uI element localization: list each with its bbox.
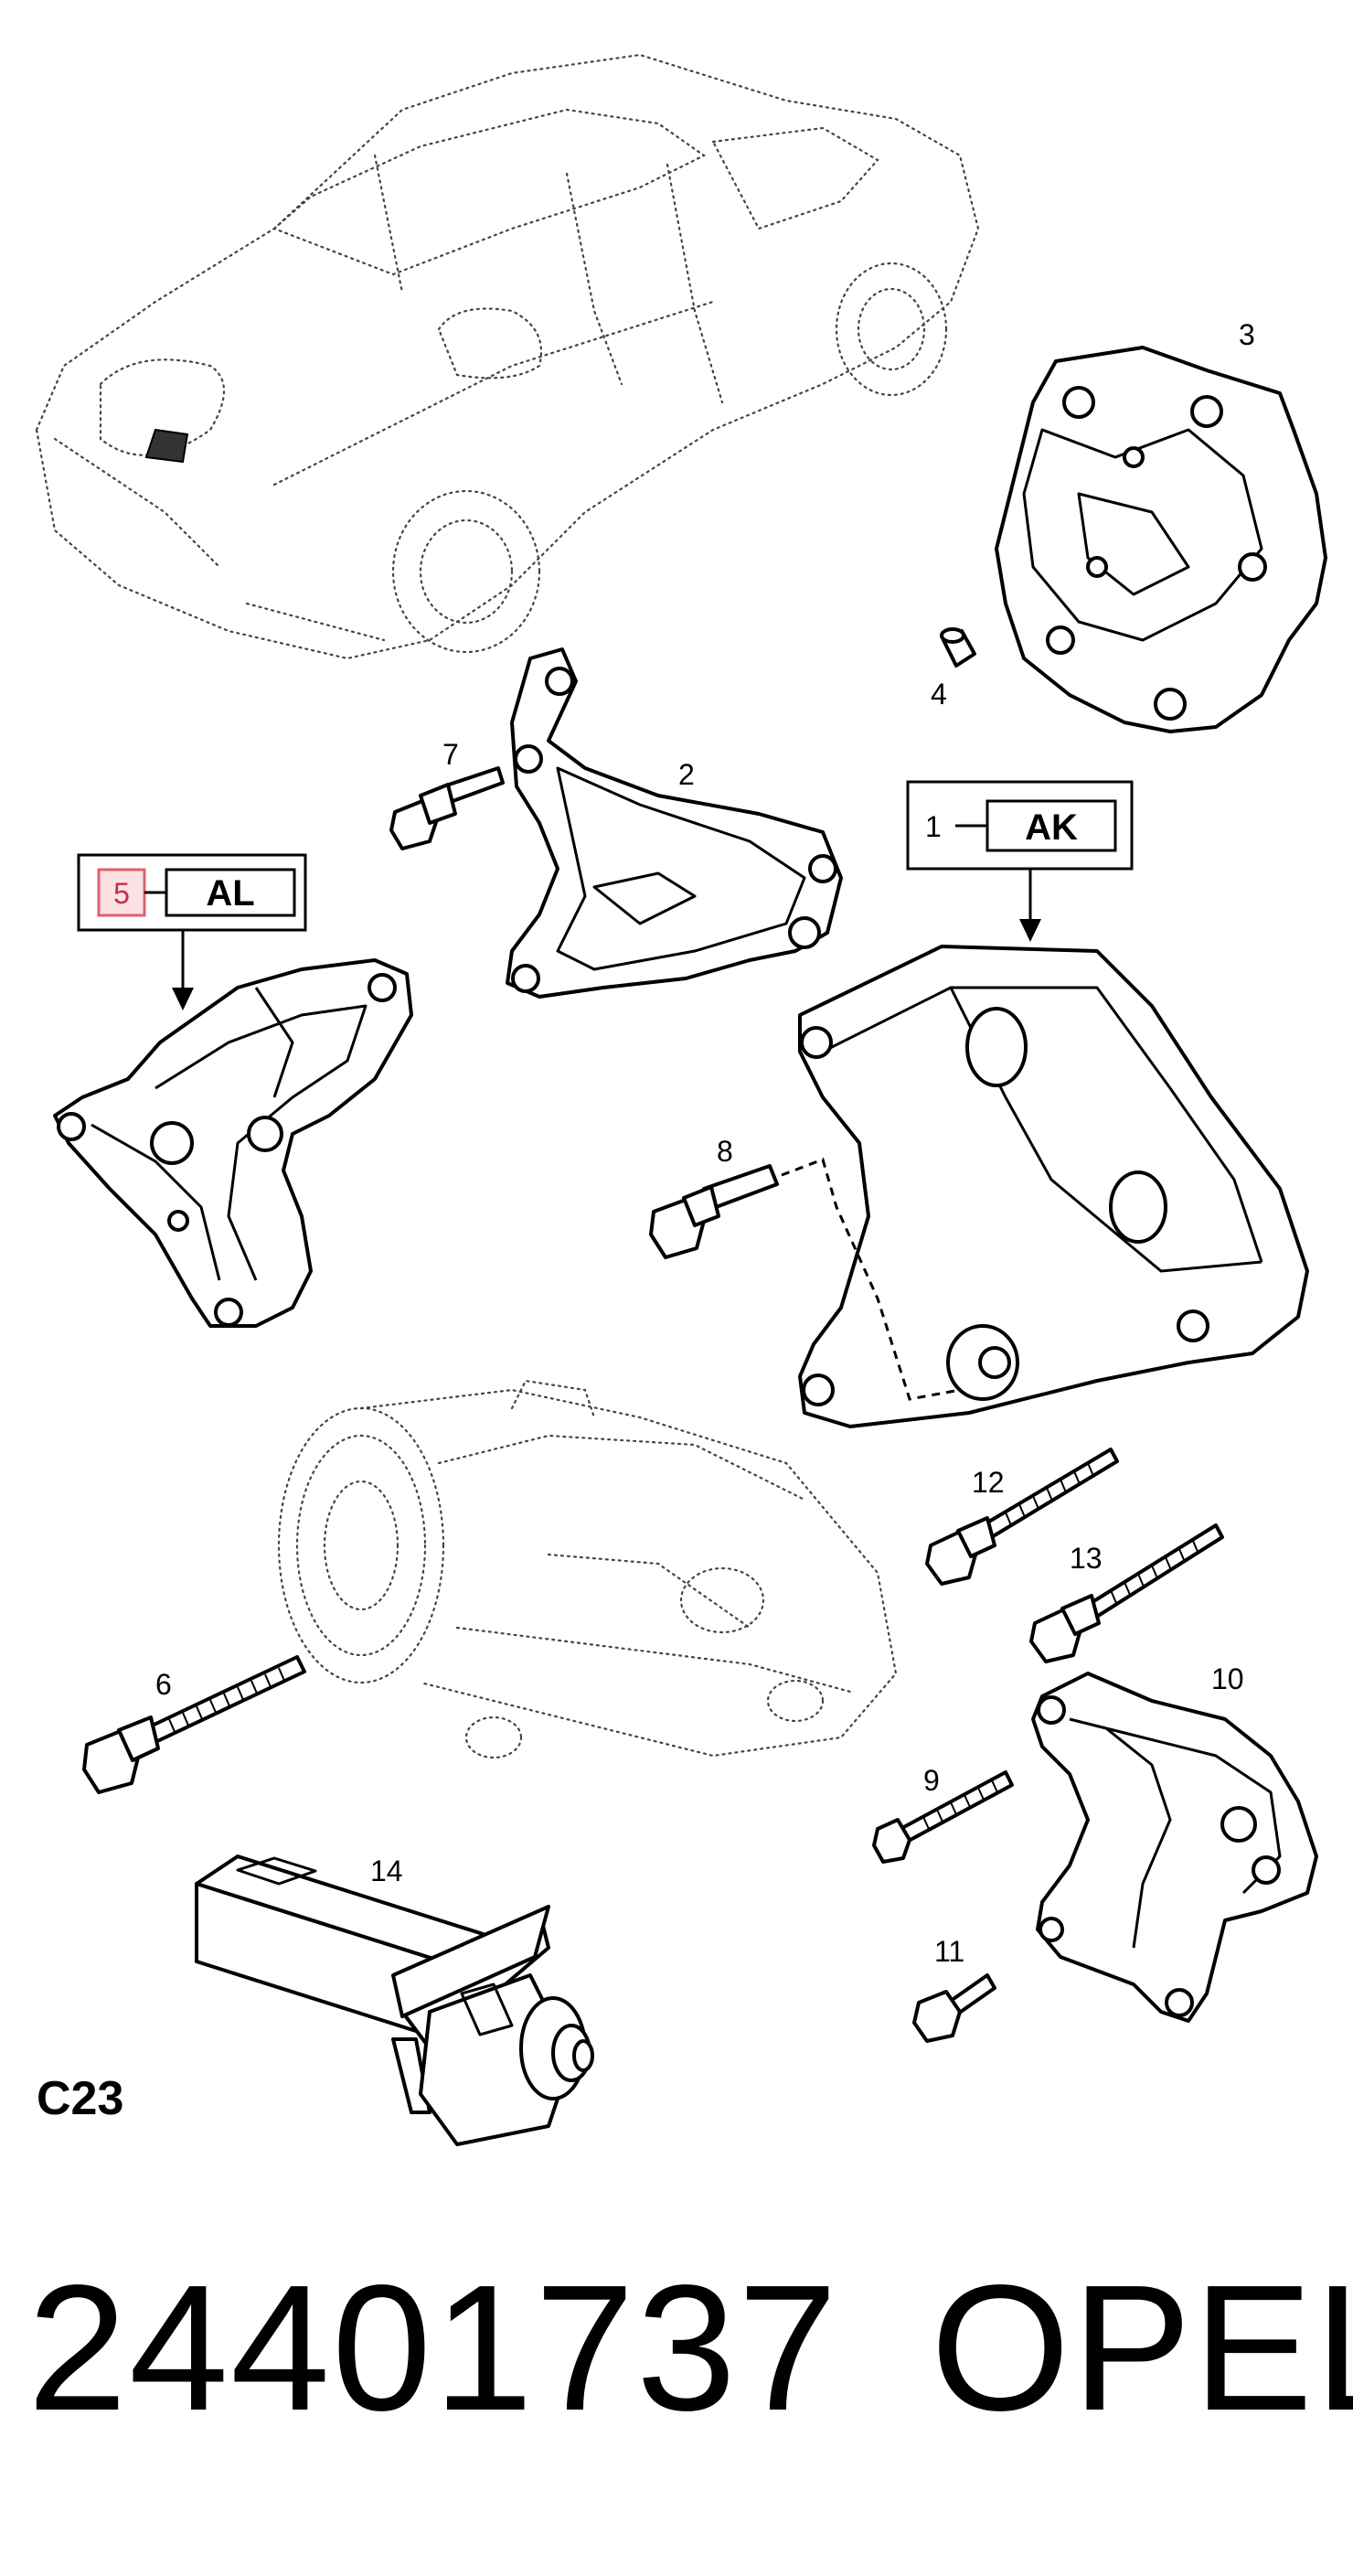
part-5-bracket (53, 958, 413, 1328)
part-6-bolt (82, 1655, 306, 1794)
part-8-bolt (649, 1164, 779, 1259)
callout-12: 12 (972, 1466, 1005, 1499)
part-7-bolt (389, 766, 505, 850)
part-3-compressor-carrier (995, 346, 1327, 733)
box-ak-label: AK (1025, 807, 1078, 848)
callout-13: 13 (1070, 1542, 1103, 1575)
brand-name: OPEL (931, 2248, 1353, 2448)
part-1-bracket (781, 945, 1309, 1428)
part-11-bolt (912, 1973, 996, 2043)
callout-11: 11 (934, 1935, 964, 1968)
part-14-package (195, 1855, 594, 2146)
diagram-code-label: C23 (37, 2072, 123, 2125)
callout-1: 1 (925, 810, 942, 843)
callout-10: 10 (1211, 1662, 1244, 1695)
callout-14: 14 (370, 1855, 403, 1887)
callout-4: 4 (931, 678, 947, 711)
callout-5: 5 (113, 877, 130, 910)
part-12-bolt (925, 1448, 1119, 1586)
callout-box-al (77, 853, 307, 1010)
car-outline-ghost (35, 53, 980, 660)
part-13-bolt (1029, 1523, 1224, 1663)
part-number: 24401737 (27, 2248, 840, 2448)
box-al-label: AL (206, 873, 254, 914)
callout-7: 7 (442, 738, 459, 771)
callout-9: 9 (923, 1764, 940, 1797)
callout-3: 3 (1239, 318, 1255, 351)
callout-box-ak (906, 780, 1134, 942)
callout-6: 6 (155, 1668, 172, 1701)
part-4-sleeve (940, 627, 976, 668)
part-10-bracket (1031, 1672, 1318, 2023)
callout-2: 2 (678, 758, 695, 791)
part-2-bracket (506, 647, 843, 999)
compressor-ghost (277, 1379, 898, 1759)
part-9-bolt (872, 1770, 1014, 1864)
callout-8: 8 (717, 1135, 733, 1168)
